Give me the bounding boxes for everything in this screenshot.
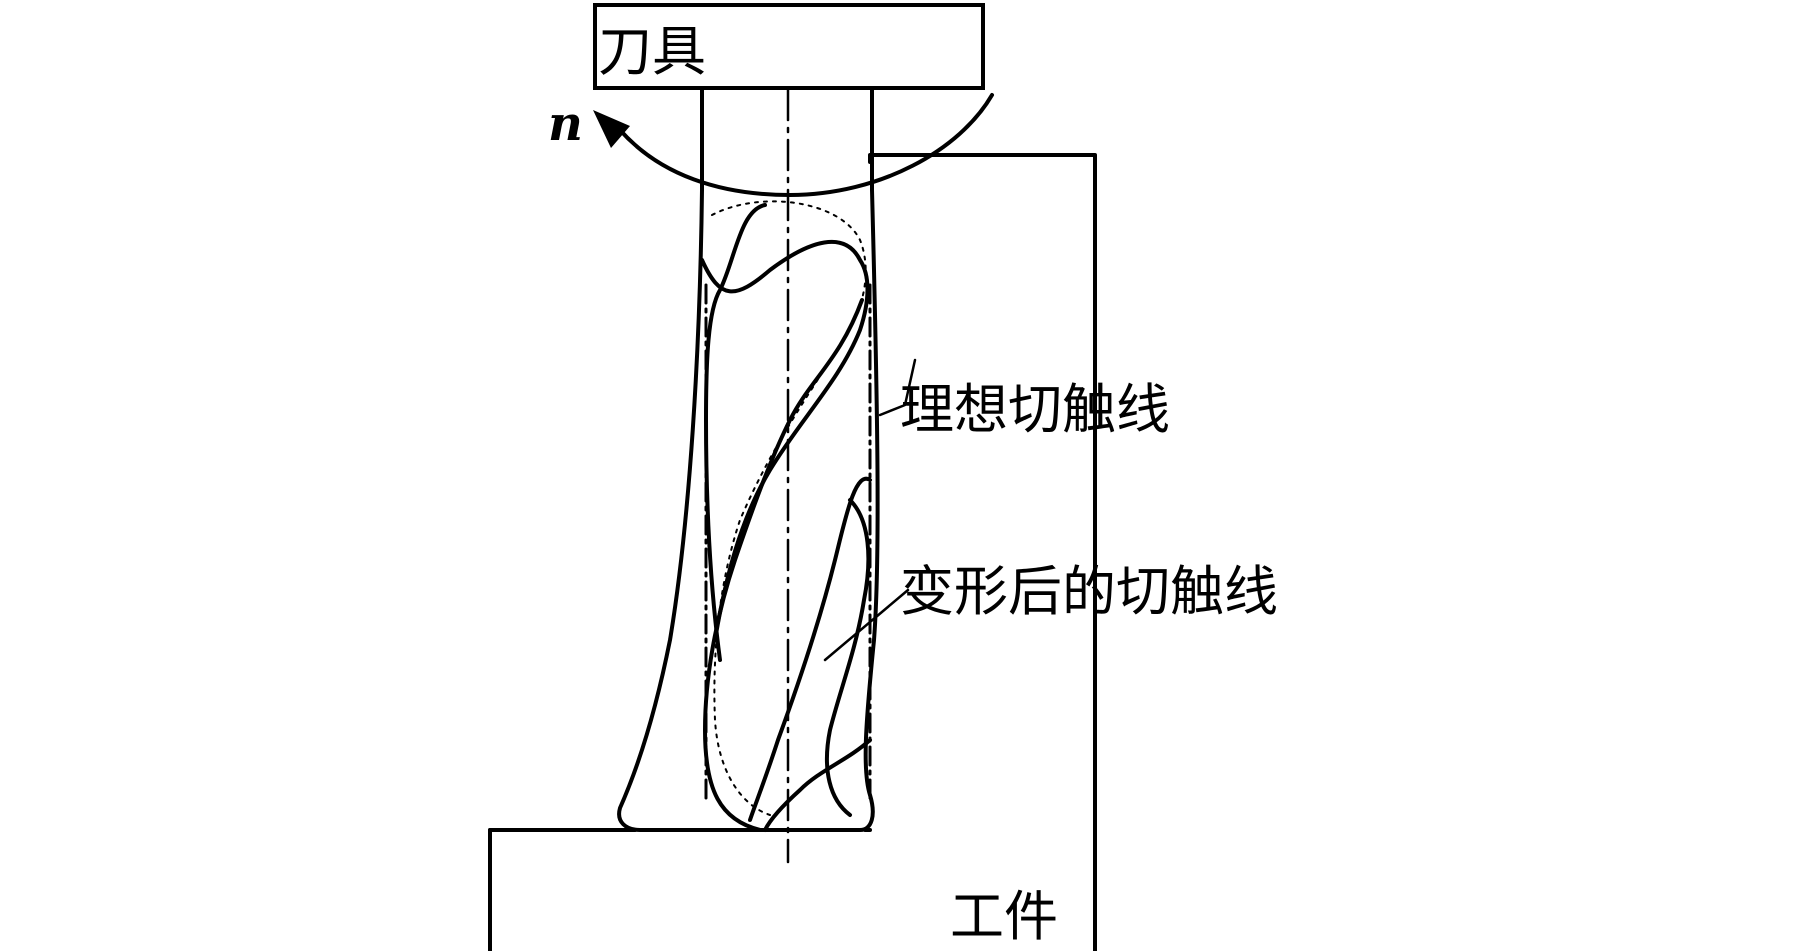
tool-label: 刀具 xyxy=(598,20,706,83)
rotation-arrowhead-icon xyxy=(593,110,630,148)
rotation-label: n xyxy=(548,96,583,152)
workpiece-label: 工件 xyxy=(950,885,1058,948)
ideal-contact-line-label: 理想切触线 xyxy=(900,378,1170,441)
rotation-arrow xyxy=(593,93,994,197)
deformed-tool-outline xyxy=(617,188,880,832)
deformed-contact-leader xyxy=(823,588,910,662)
ideal-contact-leader xyxy=(878,358,917,417)
tool-flutes xyxy=(700,203,872,832)
deformed-contact-line-label: 变形后的切触线 xyxy=(900,560,1278,623)
tool-holder xyxy=(593,3,985,90)
